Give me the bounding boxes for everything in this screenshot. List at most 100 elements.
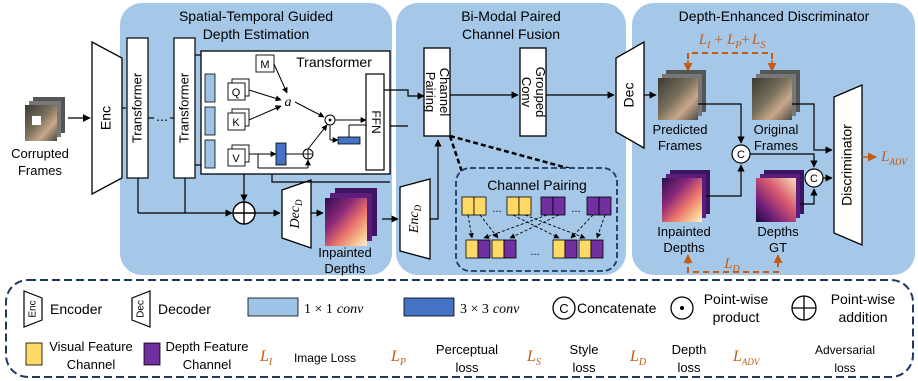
- ffn-to-channel-pairing: [384, 89, 425, 100]
- inpainted-depths-stack-s1: [325, 188, 377, 246]
- legend-ld-symbol: LD: [629, 348, 647, 368]
- l-adv-sub: ADV: [888, 157, 908, 167]
- formula-lp: L: [726, 32, 735, 48]
- legend-conv1-num: 1 × 1: [304, 302, 333, 317]
- predicted-label-2: Frames: [658, 138, 703, 153]
- legend-visual-swatch: [25, 342, 43, 366]
- decoder-block: Dec: [615, 40, 645, 150]
- channel-pairing-label-1: Channel: [437, 68, 452, 117]
- legend-visual-line2: Channel: [67, 357, 116, 372]
- legend-conv3-num: 3 × 3: [460, 302, 489, 317]
- q-label: Q: [232, 87, 241, 99]
- formula-li-sub: I: [706, 40, 711, 51]
- conv1x1-a: [204, 73, 216, 103]
- legend-lp-symbol: LP: [390, 348, 406, 368]
- s3-inpainted-label-2: Depths: [663, 240, 705, 255]
- legend-ls-symbol: LS: [526, 348, 541, 368]
- ffn-label: FFN: [369, 110, 383, 133]
- v-label: V: [232, 153, 240, 165]
- enc-d-block: EncD: [399, 178, 431, 260]
- m-label: M: [260, 59, 269, 71]
- discriminator-block: Discriminator: [833, 84, 863, 246]
- corrupted-frames-label-2: Frames: [18, 163, 63, 178]
- gt-label-1: Depths: [757, 224, 799, 239]
- stage3-title: Depth-Enhanced Discriminator: [679, 8, 870, 24]
- legend-ls-line1: Style: [570, 342, 599, 357]
- encoder-block: Enc: [91, 40, 123, 196]
- concat-label-1: C: [737, 149, 745, 161]
- original-frames-stack: [752, 70, 800, 120]
- legend-conv1-swatch: [247, 297, 299, 317]
- discriminator-label: Discriminator: [839, 124, 855, 206]
- s1-output-label-1: Inpainted: [318, 245, 372, 260]
- transformer-ellipsis: ...: [156, 108, 168, 124]
- corrupted-frames-label-1: Corrupted: [11, 146, 69, 161]
- formula-plus2: +: [741, 32, 749, 48]
- dec-d-block: DecD: [281, 179, 312, 249]
- decoder-label: Dec: [621, 83, 637, 108]
- zoom-dash-right: [449, 134, 583, 174]
- formula-li: L: [698, 32, 707, 48]
- legend-lp-sub: P: [399, 357, 406, 368]
- enc-d-main: Enc: [407, 211, 422, 235]
- grouped-conv-label: GroupedConv: [519, 67, 548, 118]
- legend-ld-sub: D: [638, 357, 647, 368]
- dec-d-main: Dec: [288, 205, 303, 229]
- bottom-row-ellipsis: ...: [530, 246, 539, 258]
- legend-li-symbol: LI: [259, 348, 273, 368]
- dec-d-sub: D: [294, 199, 304, 207]
- legend-dec-icon: Dec: [131, 290, 151, 328]
- formula-lp-sub: P: [734, 40, 741, 51]
- transformer-detail-title: Transformer: [296, 54, 372, 70]
- top-row-ellipsis-1: ...: [492, 203, 501, 215]
- stage1-title-line2: Depth Estimation: [203, 26, 310, 42]
- loss-formula: LI+LP+LS: [698, 32, 765, 51]
- legend-ls-sub: S: [536, 357, 541, 368]
- k-label: K: [232, 117, 240, 129]
- l-adv-main: L: [880, 149, 889, 165]
- legend-ld-line2: loss: [677, 360, 701, 375]
- ffn-block: [365, 73, 385, 171]
- plus-to-dot: [307, 124, 328, 150]
- predicted-label-1: Predicted: [653, 122, 708, 137]
- ld-bracket: [687, 257, 779, 273]
- legend-ladv-line1: Adversarial: [815, 343, 875, 357]
- legend-dec-icon-text: Dec: [136, 300, 147, 318]
- grouped-conv-block: [519, 47, 547, 137]
- legend-product-line1: Point-wise: [704, 291, 769, 307]
- original-label-2: Frames: [754, 138, 799, 153]
- formula-ls: L: [751, 32, 760, 48]
- concat-label-2: C: [810, 173, 818, 185]
- legend-lp-line1: Perceptual: [436, 342, 498, 357]
- k-to-a: [248, 105, 282, 121]
- formula-plus1: +: [714, 32, 722, 48]
- stage1-title-line1: Spatial-Temporal Guided: [179, 8, 333, 24]
- a-to-dot: [294, 101, 325, 118]
- conv1x1-b: [204, 106, 216, 136]
- legend-ladv-main: L: [732, 348, 742, 365]
- legend-li-desc: Image Loss: [294, 351, 356, 365]
- feedback-down: [271, 174, 390, 183]
- legend-enc-icon-text: Enc: [28, 300, 39, 317]
- inpainted-depths-stack-s3: [662, 170, 710, 222]
- m-box: [255, 54, 275, 73]
- legend-ladv-symbol: LADV: [732, 348, 761, 367]
- original-label-1: Original: [754, 122, 799, 137]
- m-to-a: [273, 63, 288, 94]
- legend-ladv-line2: loss: [834, 361, 855, 375]
- attention-a: a: [285, 95, 292, 110]
- channel-pairing-detail-title: Channel Pairing: [487, 177, 587, 193]
- legend-concat-icon-text: C: [559, 301, 568, 316]
- grouped-conv-label-1: Grouped: [533, 67, 548, 118]
- legend-decoder: Decoder: [158, 301, 211, 317]
- legend-lp-line2: loss: [455, 360, 479, 375]
- conv3x3-v: [275, 142, 287, 166]
- formula-ls-sub: S: [760, 40, 765, 51]
- s1-output-label-2: Depths: [324, 261, 366, 276]
- legend-ls-main: L: [526, 348, 536, 365]
- v-box: V: [227, 144, 250, 167]
- legend-li-sub: I: [268, 357, 273, 368]
- stage2-title-line1: Bi-Modal Paired: [461, 8, 561, 24]
